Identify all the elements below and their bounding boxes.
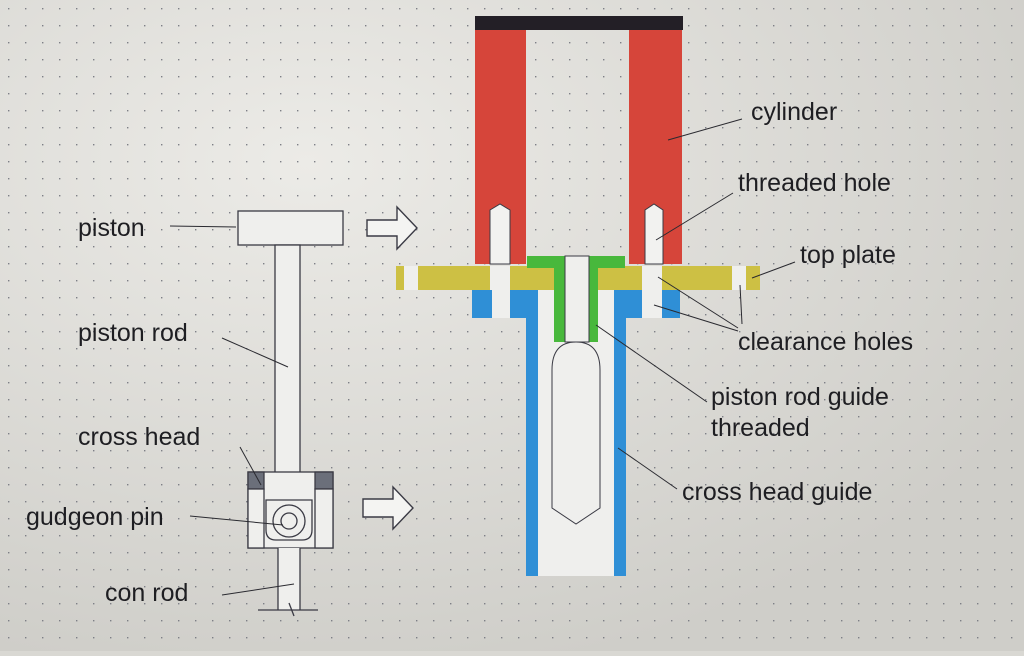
piston-rod-guide-bore	[564, 255, 590, 343]
label-piston-rod: piston rod	[78, 319, 188, 347]
leader-piston-rod-guide	[595, 324, 708, 403]
label-clearance-holes: clearance holes	[738, 328, 913, 356]
label-con-rod: con rod	[105, 579, 188, 607]
label-piston-rod-guide-threaded: threaded	[711, 414, 810, 442]
gudgeon-pin	[280, 512, 298, 530]
top-plate-hole-left	[490, 266, 510, 290]
leader-clearance-1	[657, 276, 739, 329]
leader-con-rod	[221, 583, 295, 596]
threaded-hole-right	[644, 203, 664, 265]
cross-head-side-left	[247, 488, 265, 549]
piston-body	[237, 210, 344, 246]
left-leaders	[169, 225, 295, 596]
leader-piston-rod	[221, 337, 289, 368]
right-leaders	[595, 118, 796, 490]
leader-top-plate	[751, 261, 796, 279]
arrow-right-crosshead	[362, 485, 414, 531]
arrow-right-piston	[366, 205, 418, 251]
leader-piston	[169, 225, 237, 228]
leader-clearance-2	[653, 304, 739, 332]
piston-assembly	[237, 210, 344, 617]
piston-rod	[274, 244, 301, 474]
top-plate-hole-far-left	[404, 266, 418, 290]
cross-head-block-left	[247, 471, 265, 490]
labels: piston piston rod cross head gudgeon pin…	[26, 98, 913, 607]
top-plate-hole-right	[642, 266, 662, 290]
label-threaded-hole: threaded hole	[738, 169, 891, 197]
leader-cross-head	[239, 446, 262, 486]
leader-cross-head-guide	[617, 447, 678, 490]
guide-clearance-left	[492, 290, 510, 318]
label-cross-head: cross head	[78, 423, 200, 451]
leader-cylinder	[667, 118, 743, 141]
guide-clearance-right	[642, 290, 662, 318]
leader-threaded-hole	[655, 192, 734, 241]
leader-clearance-3	[739, 284, 743, 325]
arrows	[362, 205, 418, 531]
cross-head-block-right	[314, 471, 334, 490]
top-plate-hole-far-right	[732, 266, 746, 290]
con-rod-break-mark	[288, 602, 295, 617]
con-rod	[278, 548, 300, 610]
label-cross-head-guide: cross head guide	[682, 478, 872, 506]
cross-head-slot	[551, 341, 601, 525]
label-piston-rod-guide: piston rod guide	[711, 383, 889, 411]
threaded-hole-left	[489, 203, 511, 265]
leader-gudgeon-pin	[189, 515, 284, 526]
label-cylinder: cylinder	[751, 98, 837, 126]
cylinder-cap	[475, 16, 683, 30]
cylinder-assembly	[396, 16, 760, 576]
label-top-plate: top plate	[800, 241, 896, 269]
label-gudgeon-pin: gudgeon pin	[26, 503, 164, 531]
cross-head-side-right	[314, 488, 334, 549]
label-piston: piston	[78, 214, 145, 242]
